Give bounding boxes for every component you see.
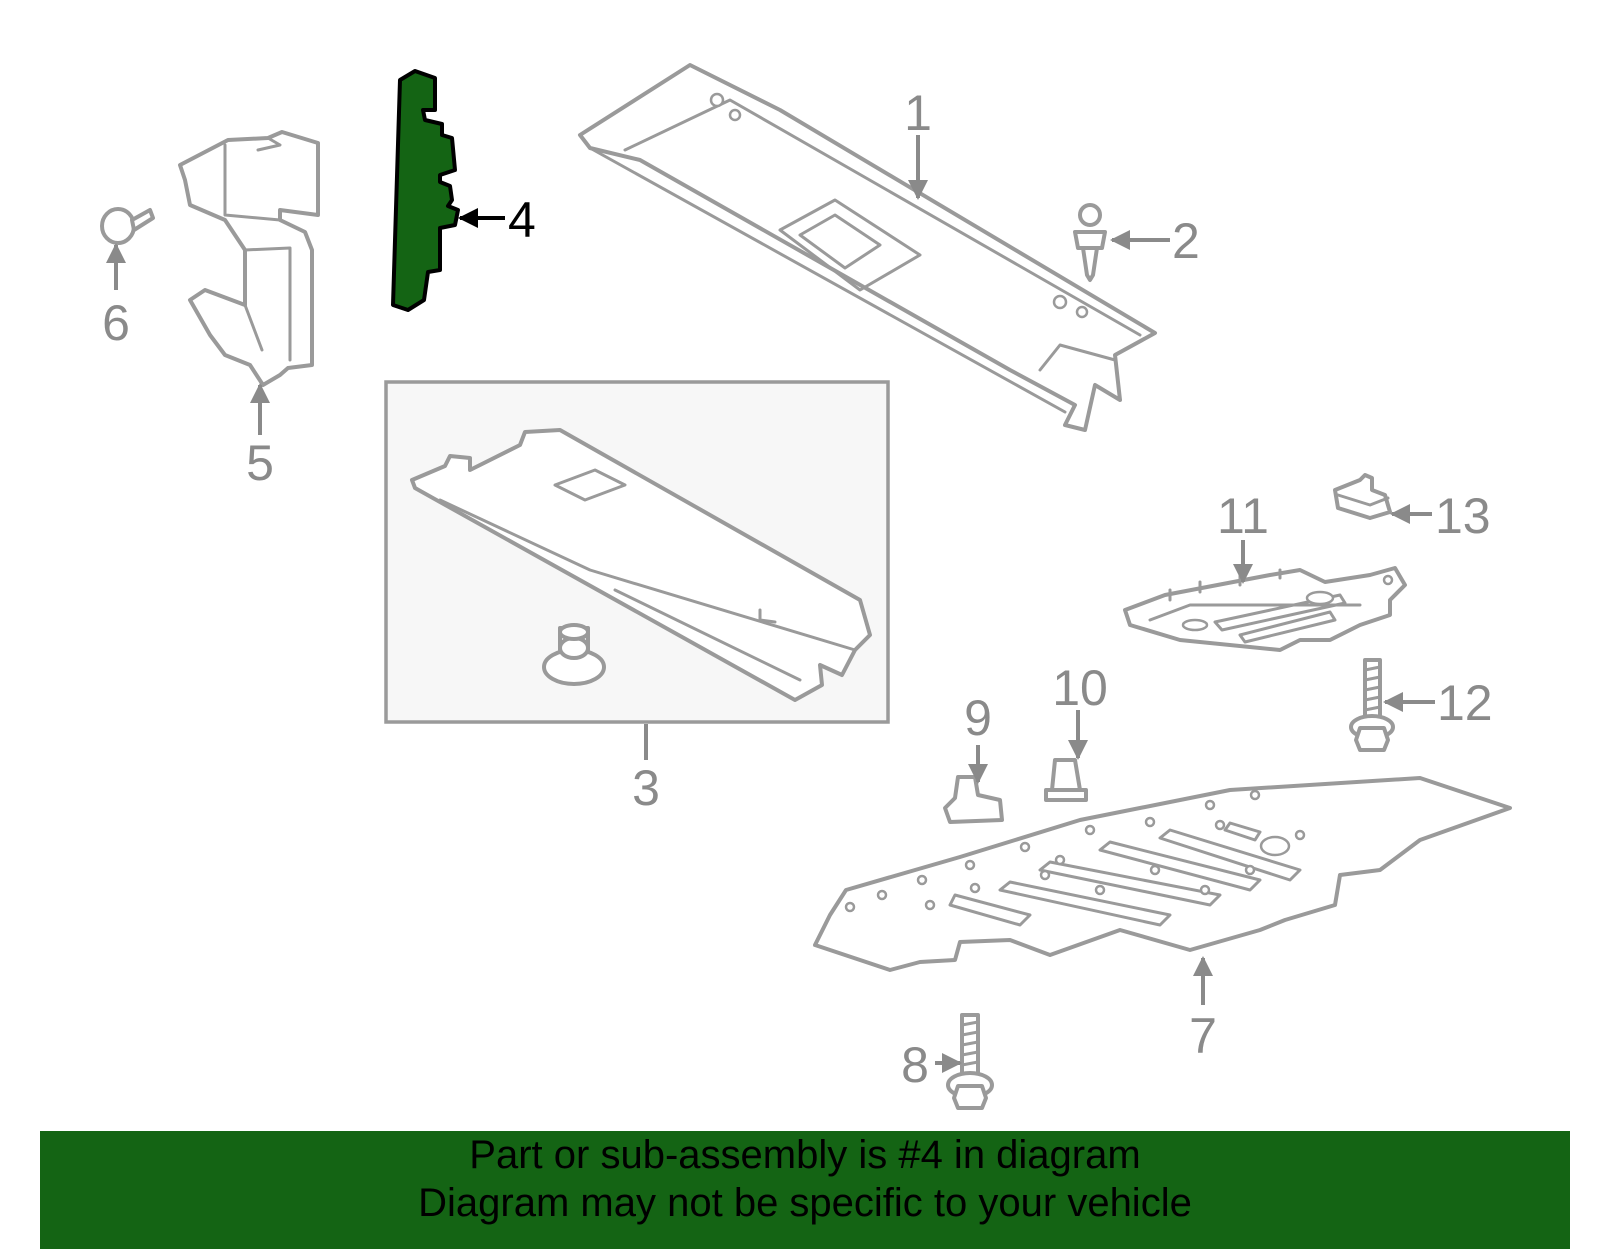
callout-4-highlighted: 4 bbox=[508, 192, 536, 248]
callout-12: 12 bbox=[1437, 675, 1493, 731]
callout-3: 3 bbox=[632, 760, 660, 816]
callout-1: 1 bbox=[904, 85, 932, 141]
part-10-nut-clip[interactable] bbox=[1044, 758, 1088, 802]
part-8-bolt[interactable] bbox=[946, 1013, 994, 1110]
banner-line-part-number: Part or sub-assembly is #4 in diagram bbox=[469, 1133, 1141, 1177]
part-13-clip[interactable] bbox=[1333, 473, 1392, 520]
callout-13: 13 bbox=[1435, 488, 1491, 544]
callout-6: 6 bbox=[102, 295, 130, 351]
part-1-radiator-support-cover[interactable] bbox=[578, 63, 1157, 432]
callout-9: 9 bbox=[964, 690, 992, 746]
leader-lines bbox=[106, 135, 1435, 1073]
part-6-screw[interactable] bbox=[100, 207, 155, 245]
part-12-bolt[interactable] bbox=[1349, 658, 1395, 752]
part-3-inset[interactable] bbox=[384, 380, 890, 724]
callout-labels: 1 2 3 4 5 6 7 8 9 10 11 12 13 bbox=[102, 85, 1493, 1093]
info-banner: Part or sub-assembly is #4 in diagram Di… bbox=[40, 1131, 1570, 1249]
callout-8: 8 bbox=[901, 1037, 929, 1093]
exploded-parts-diagram: 1 2 3 4 5 6 7 8 9 10 11 12 13 bbox=[100, 63, 1512, 1110]
part-4-deflector-highlighted[interactable] bbox=[391, 69, 460, 312]
callout-7: 7 bbox=[1189, 1008, 1217, 1064]
banner-line-disclaimer: Diagram may not be specific to your vehi… bbox=[418, 1181, 1192, 1225]
callout-5: 5 bbox=[246, 435, 274, 491]
part-9-clip[interactable] bbox=[943, 775, 1004, 824]
part-2-push-retainer[interactable] bbox=[1073, 203, 1107, 282]
part-7-splash-shield[interactable] bbox=[813, 776, 1512, 972]
part-11-lower-shield[interactable] bbox=[1123, 566, 1407, 652]
callout-11: 11 bbox=[1217, 488, 1269, 544]
callout-2: 2 bbox=[1172, 213, 1200, 269]
part-5-side-air-guide[interactable] bbox=[178, 130, 320, 387]
callout-10: 10 bbox=[1052, 660, 1108, 716]
